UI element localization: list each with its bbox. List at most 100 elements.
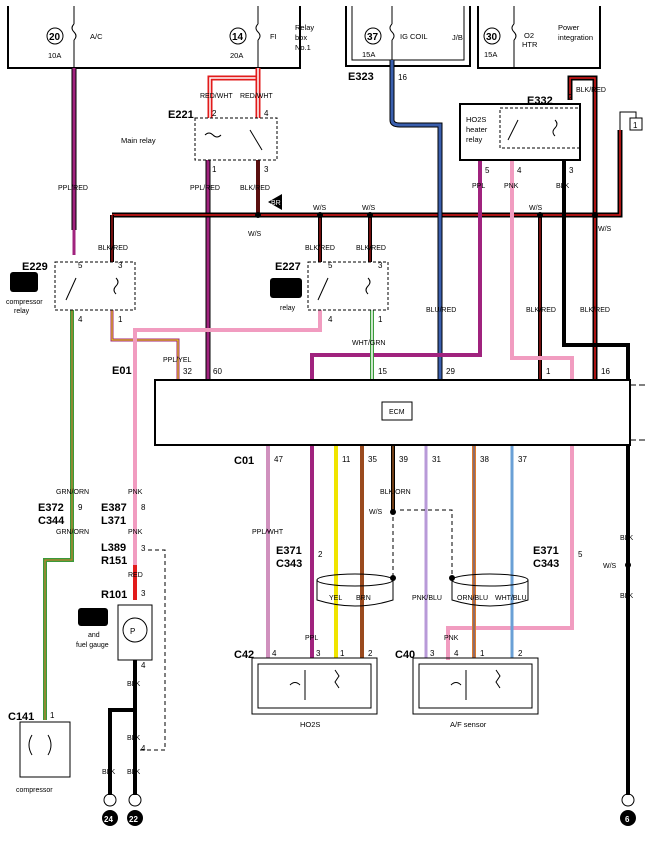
wire-blk-5: BLK bbox=[127, 769, 141, 776]
offpage-connector: 1 bbox=[619, 111, 643, 131]
fuse-fi-icon bbox=[255, 23, 261, 41]
ground-22: 22 bbox=[127, 793, 143, 826]
wire-blk-red-5: BLK/RED bbox=[526, 307, 556, 314]
power-integration-box: Power integration 30 O2 HTR 15A bbox=[477, 6, 601, 69]
ecm-block: ECM bbox=[154, 379, 645, 446]
relay-coil-icon bbox=[204, 132, 222, 138]
pin: 38 bbox=[480, 455, 489, 464]
fuse-o2-amp: 15A bbox=[484, 50, 497, 59]
pin: 2 bbox=[568, 93, 573, 102]
main-relay: Main relay bbox=[121, 117, 278, 161]
pin: 32 bbox=[183, 367, 192, 376]
relay-switch-icon bbox=[249, 129, 263, 151]
junction-dots bbox=[255, 212, 631, 568]
conn-c344: C344 bbox=[38, 515, 65, 527]
wire-blk-orn: BLK/ORN bbox=[380, 489, 411, 496]
wire-blk-6: BLK bbox=[620, 535, 634, 542]
fuse-o2-name2: HTR bbox=[522, 40, 538, 49]
ground-24-label: 24 bbox=[104, 815, 113, 824]
pin: 1 bbox=[340, 649, 345, 658]
ho2s-sensor: HO2S bbox=[251, 657, 378, 729]
wire-ws-1: W/S bbox=[248, 231, 262, 238]
wire-ppl-2: PPL bbox=[305, 635, 318, 642]
pin: 1 bbox=[546, 367, 551, 376]
fuel-relay-coil-icon bbox=[365, 277, 371, 295]
svg-text:P: P bbox=[130, 627, 135, 636]
fuel-pump-relay-icon bbox=[270, 278, 302, 298]
pin: 1 bbox=[480, 649, 485, 658]
pin: 15 bbox=[378, 367, 387, 376]
pin: 29 bbox=[446, 367, 455, 376]
pin: 39 bbox=[399, 455, 408, 464]
wire-red: RED bbox=[128, 572, 143, 579]
pin: 5 bbox=[578, 550, 583, 559]
wire-blk-red-4: BLK/RED bbox=[356, 245, 386, 252]
wire-blk-7: BLK bbox=[620, 593, 634, 600]
fuel-pump-label-2: fuel gauge bbox=[76, 642, 109, 649]
compressor-relay-label-2: relay bbox=[14, 308, 30, 315]
pin: 3 bbox=[264, 165, 269, 174]
ground-24: 24 bbox=[102, 793, 118, 826]
wire-ppl-wht: PPL/WHT bbox=[252, 529, 284, 536]
pin: 2 bbox=[212, 109, 217, 118]
fuse-fi-amp: 20A bbox=[230, 51, 243, 60]
pin: 1 bbox=[212, 165, 217, 174]
fuel-pump-label-1: and bbox=[88, 632, 100, 639]
wire-red-wht-2: RED/WHT bbox=[240, 93, 273, 100]
pin: 4 bbox=[78, 315, 83, 324]
fuel-pump: P and fuel gauge bbox=[76, 604, 153, 661]
ho2s-relay-label-3: relay bbox=[466, 135, 483, 144]
jb-box: 37 IG COIL 15A J/B bbox=[345, 6, 471, 67]
conn-c42: C42 bbox=[234, 649, 254, 661]
wire-blk-3: BLK bbox=[127, 735, 141, 742]
wire-blk-red-2: BLK/RED bbox=[98, 245, 128, 252]
ho2s-switch-icon bbox=[507, 119, 519, 141]
conn-c141: C141 bbox=[8, 711, 34, 723]
compressor-relay-icon bbox=[10, 272, 38, 292]
ground-6: 6 bbox=[620, 793, 636, 826]
fuse-igcoil-icon bbox=[389, 23, 395, 41]
pin: 4 bbox=[328, 315, 333, 324]
fuse-fi-num: 14 bbox=[232, 32, 244, 43]
conn-e371a: E371 bbox=[276, 545, 302, 557]
fuse-o2-icon bbox=[511, 23, 517, 41]
pin: 5 bbox=[328, 261, 333, 270]
wire-pnk-3: PNK bbox=[128, 529, 143, 536]
wire-blk-red-3: BLK/RED bbox=[305, 245, 335, 252]
pin: 3 bbox=[141, 544, 146, 553]
wire-grn-orn-2: GRN/ORN bbox=[56, 529, 89, 536]
conn-c343a: C343 bbox=[276, 558, 302, 570]
pin: 2 bbox=[318, 550, 323, 559]
ho2s-heater-relay: HO2S heater relay bbox=[459, 103, 581, 161]
wire-pnk-1: PNK bbox=[504, 183, 519, 190]
conn-e387: E387 bbox=[101, 502, 127, 514]
conn-e323: E323 bbox=[348, 71, 374, 83]
pin: 3 bbox=[316, 649, 321, 658]
pin: 4 bbox=[141, 744, 146, 753]
conn-c40: C40 bbox=[395, 649, 415, 661]
conn-r101: R101 bbox=[101, 589, 127, 601]
pin: 1 bbox=[378, 315, 383, 324]
ground-6-label: 6 bbox=[625, 815, 630, 824]
pin: 3 bbox=[118, 261, 123, 270]
relay-box-label-2: box bbox=[295, 33, 307, 42]
wire-ws-4: W/S bbox=[529, 205, 543, 212]
pin: 5 bbox=[78, 261, 83, 270]
ho2s-coil-icon bbox=[552, 119, 558, 137]
pin: 4 bbox=[264, 109, 269, 118]
compressor-relay: compressor relay bbox=[6, 261, 136, 315]
conn-l371: L371 bbox=[101, 515, 126, 527]
compressor: compressor bbox=[16, 721, 71, 794]
pump-motor-icon bbox=[122, 617, 148, 643]
wire-group bbox=[43, 60, 630, 795]
conn-e371b: E371 bbox=[533, 545, 559, 557]
wire-blk-red-1: BLK/RED bbox=[240, 185, 270, 192]
fuse-fi-name: FI bbox=[270, 32, 277, 41]
fuse-igcoil-num: 37 bbox=[367, 32, 379, 43]
wire-ws-7: W/S bbox=[369, 509, 383, 516]
fuse-ac-amp: 10A bbox=[48, 51, 61, 60]
conn-e01: E01 bbox=[112, 365, 132, 377]
wire-blk-red-6: BLK/RED bbox=[580, 307, 610, 314]
fuel-pump-icon bbox=[78, 608, 108, 626]
